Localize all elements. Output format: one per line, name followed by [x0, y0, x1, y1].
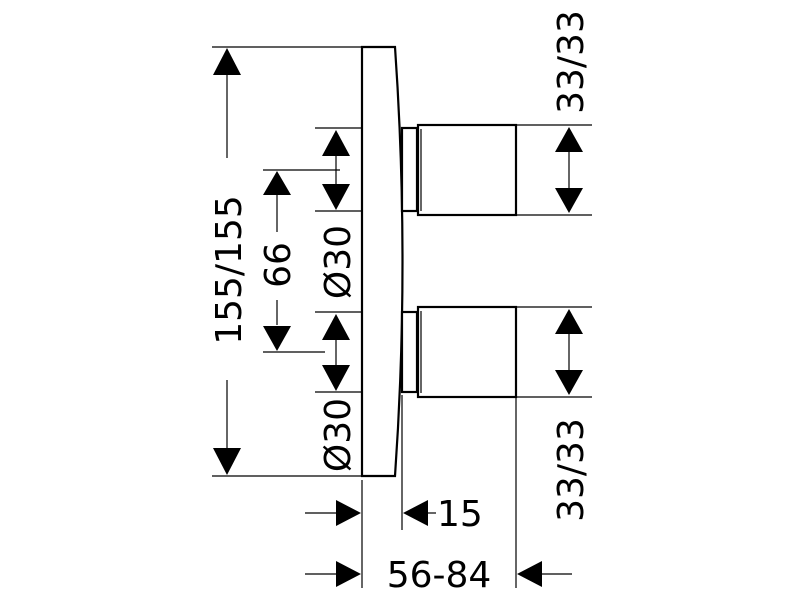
arrow-down-icon — [322, 365, 350, 391]
arrow-down-icon — [263, 326, 291, 351]
dim-spacing-label: 66 — [258, 242, 299, 288]
dim-diameter-bottom-label: Ø30 — [318, 398, 359, 472]
dim-plate-offset: 15 — [305, 395, 483, 588]
dim-handle-top-width: 33/33 — [516, 10, 592, 216]
arrow-right-icon — [336, 561, 361, 587]
handle-top — [400, 123, 518, 217]
dim-diameter-top-label: Ø30 — [318, 225, 359, 299]
dim-handle-top-width-label: 33/33 — [551, 10, 592, 114]
arrow-up-icon — [263, 171, 291, 195]
handle-bottom-stem — [400, 310, 419, 394]
arrow-down-icon — [555, 370, 583, 395]
arrow-up-icon — [555, 309, 583, 334]
dim-depth-range: 56-84 — [305, 397, 572, 596]
dim-handle-bottom-width: 33/33 — [516, 306, 592, 522]
arrow-up-icon — [213, 48, 241, 75]
dim-diameter-top: Ø30 — [315, 127, 362, 299]
dim-depth-range-label: 56-84 — [387, 555, 492, 596]
arrow-down-icon — [555, 188, 583, 213]
arrow-up-icon — [555, 127, 583, 152]
arrow-left-icon — [517, 561, 542, 587]
arrow-down-icon — [322, 184, 350, 210]
cover-plate-outline — [360, 45, 404, 478]
handle-top-stem — [400, 126, 419, 213]
arrow-up-icon — [322, 314, 350, 340]
handle-bottom-knob — [416, 305, 518, 399]
arrow-down-icon — [213, 448, 241, 475]
arrow-left-icon — [403, 500, 428, 526]
handle-bottom — [400, 305, 518, 399]
cover-plate — [360, 45, 404, 478]
dim-plate-offset-label: 15 — [437, 494, 483, 535]
arrow-right-icon — [336, 500, 361, 526]
handle-top-knob — [416, 123, 518, 217]
dim-overall-height-label: 155/155 — [209, 195, 250, 345]
dim-handle-bottom-width-label: 33/33 — [551, 418, 592, 522]
dim-spacing: 66 — [258, 169, 340, 353]
dim-overall-height: 155/155 — [209, 46, 362, 477]
arrow-up-icon — [322, 130, 350, 156]
dim-diameter-bottom: Ø30 — [315, 311, 362, 472]
